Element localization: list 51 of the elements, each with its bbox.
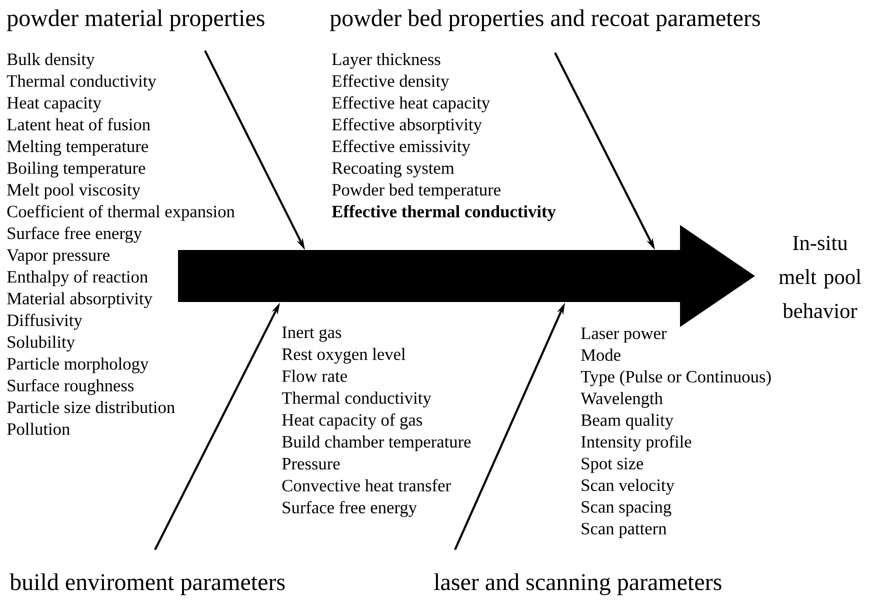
list-item: Solubility bbox=[8, 336, 75, 352]
effect-label: In-situ melt pool behavior bbox=[778, 236, 862, 318]
list-item: Pollution bbox=[7, 422, 70, 435]
list-item: Beam quality bbox=[581, 414, 674, 430]
list-item: Vapor pressure bbox=[6, 249, 110, 264]
list-item: Particle size distribution bbox=[7, 400, 175, 414]
list-item: Melting temperature bbox=[7, 140, 148, 156]
category-heading: build enviroment parameters bbox=[10, 573, 285, 596]
list-item: Heat capacity bbox=[7, 97, 102, 112]
list-item: Spot size bbox=[582, 458, 644, 473]
list-item: Scan pattern bbox=[582, 522, 666, 538]
list-item: Type (Pulse or Continuous) bbox=[580, 370, 771, 386]
list-item: Surface free energy bbox=[282, 500, 417, 517]
list-item: Mode bbox=[581, 348, 620, 361]
list-item: Inert gas bbox=[282, 326, 342, 342]
list-item: Surface free energy bbox=[8, 226, 142, 243]
list-item: Melt pool viscosity bbox=[7, 183, 140, 200]
list-item: Intensity profile bbox=[581, 435, 692, 452]
list-item: Coefficient of thermal expansion bbox=[7, 205, 235, 221]
list-item: Layer thickness bbox=[332, 52, 440, 69]
list-item: Scan spacing bbox=[582, 501, 672, 516]
list-item: Pressure bbox=[282, 458, 340, 470]
list-item: Scan velocity bbox=[582, 478, 674, 495]
list-item: Wavelength bbox=[580, 392, 663, 408]
category-heading: powder material properties bbox=[7, 9, 264, 32]
list-item: Effective emissivity bbox=[332, 140, 470, 156]
list-item: Surface roughness bbox=[8, 379, 134, 395]
list-item: Particle morphology bbox=[7, 357, 149, 374]
list-item: Thermal conductivity bbox=[282, 392, 432, 408]
list-item: Bulk density bbox=[7, 52, 95, 69]
list-item: Laser power bbox=[581, 328, 667, 343]
list-item: Rest oxygen level bbox=[282, 348, 406, 364]
list-item: Build chamber temperature bbox=[282, 435, 471, 452]
category-heading: powder bed properties and recoat parameters bbox=[330, 9, 760, 32]
list-item: Effective absorptivity bbox=[332, 118, 482, 134]
list-item: Effective thermal conductivity bbox=[332, 205, 556, 221]
list-item: Recoating system bbox=[332, 162, 454, 178]
list-item: Effective heat capacity bbox=[332, 96, 490, 112]
list-item: Latent heat of fusion bbox=[7, 118, 150, 130]
list-item: Thermal conductivity bbox=[6, 74, 156, 90]
list-item: Effective density bbox=[332, 74, 450, 90]
list-item: Diffusivity bbox=[7, 314, 82, 330]
category-heading: laser and scanning parameters bbox=[434, 573, 722, 596]
list-item: Heat capacity of gas bbox=[282, 413, 422, 430]
spine-arrow bbox=[178, 225, 755, 327]
list-item: Powder bed temperature bbox=[332, 183, 500, 200]
list-item: Enthalpy of reaction bbox=[7, 270, 148, 286]
list-item: Convective heat transfer bbox=[282, 479, 451, 492]
list-item: Flow rate bbox=[282, 370, 347, 382]
list-item: Material absorptivity bbox=[7, 292, 152, 308]
list-item: Boiling temperature bbox=[7, 162, 146, 178]
